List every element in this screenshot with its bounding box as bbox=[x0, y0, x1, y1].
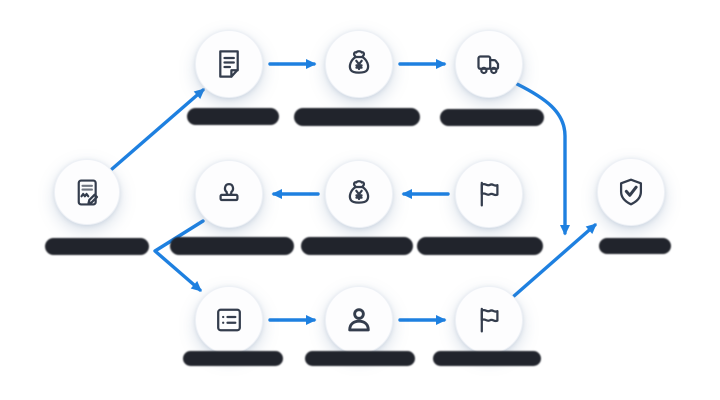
node-shield-check bbox=[597, 158, 665, 226]
step-label-bar-doc bbox=[187, 107, 279, 125]
step-label-bar-shield bbox=[599, 238, 671, 254]
node-flag bbox=[455, 160, 523, 228]
node-contract-signing bbox=[54, 159, 120, 225]
document-icon bbox=[211, 46, 247, 82]
money-bag-icon bbox=[341, 176, 377, 212]
step-label-bar-truck bbox=[440, 108, 544, 126]
money-bag-icon bbox=[341, 46, 377, 82]
step-label-bar-pay1 bbox=[294, 108, 420, 126]
step-label-bar-list bbox=[183, 350, 283, 366]
step-label-bar-sign bbox=[45, 237, 149, 255]
arrow-truck-to-flag1 bbox=[515, 82, 570, 236]
step-label-bar-person bbox=[305, 350, 415, 366]
step-label-bar-stamp bbox=[170, 237, 294, 255]
flag-icon bbox=[471, 302, 507, 338]
truck-icon bbox=[471, 46, 507, 82]
arrow-stamp-to-list bbox=[153, 219, 205, 292]
node-money-bag bbox=[325, 30, 393, 98]
stamp-icon bbox=[211, 176, 247, 212]
contract-signing-icon bbox=[70, 175, 105, 210]
flag-icon bbox=[471, 176, 507, 212]
step-label-bar-pay2 bbox=[301, 237, 413, 255]
step-label-bar-flag2 bbox=[433, 350, 541, 366]
node-truck bbox=[455, 30, 523, 98]
arrow-sign-to-doc bbox=[110, 88, 205, 171]
node-money-bag bbox=[325, 160, 393, 228]
node-list bbox=[195, 286, 263, 354]
node-flag bbox=[455, 286, 523, 354]
arrow-flag2-to-shield bbox=[512, 223, 597, 298]
node-document bbox=[195, 30, 263, 98]
node-person bbox=[325, 286, 393, 354]
shield-check-icon bbox=[613, 174, 649, 210]
list-icon bbox=[211, 302, 247, 338]
step-label-bar-flag1 bbox=[417, 237, 543, 255]
person-icon bbox=[341, 302, 377, 338]
node-stamp bbox=[195, 160, 263, 228]
